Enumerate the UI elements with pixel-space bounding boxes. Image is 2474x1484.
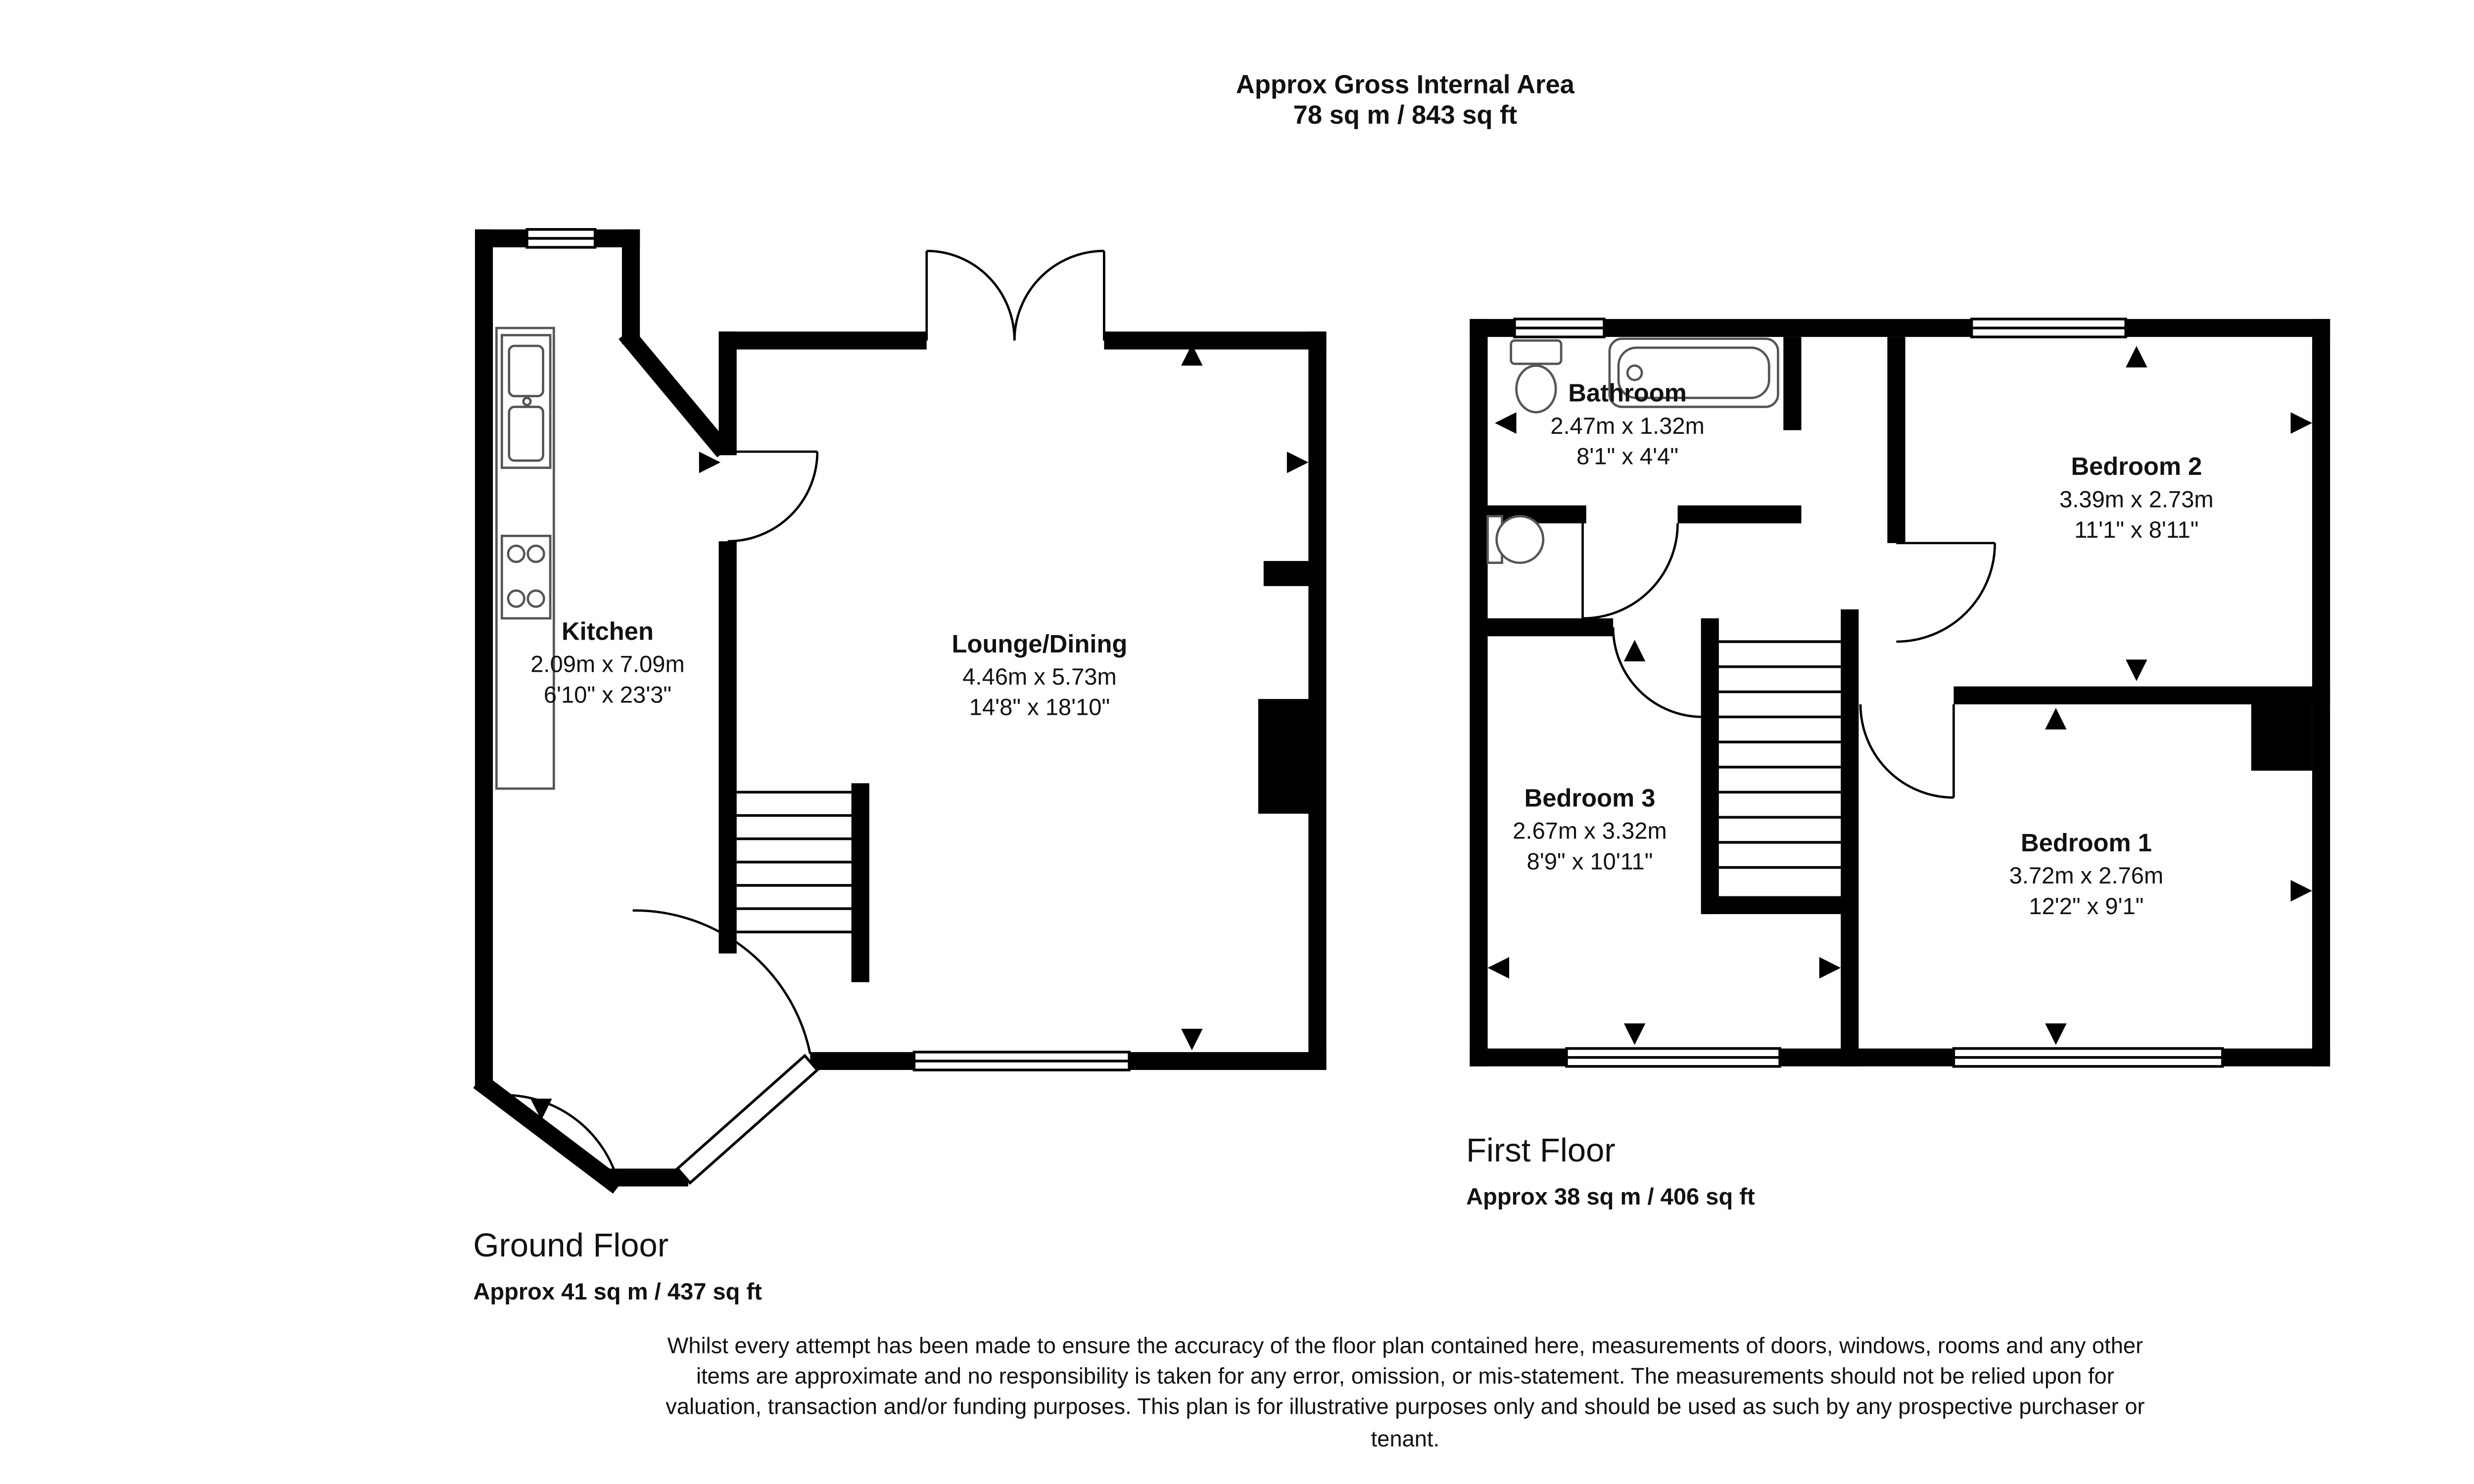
room-dim-metric: 3.39m x 2.73m — [2059, 485, 2214, 512]
room-name: Lounge/Dining — [952, 629, 1128, 658]
chimney-breast — [1258, 699, 1318, 814]
disclaimer-text: Whilst every attempt has been made to en… — [666, 1333, 2145, 1451]
room-label-bathroom: Bathroom 2.47m x 1.32m 8'1" x 4'4" — [1412, 378, 1842, 472]
kitchen-fixtures — [495, 326, 555, 790]
room-label-bedroom-3: Bedroom 3 2.67m x 3.32m 8'9" x 10'11" — [1375, 783, 1805, 877]
room-dim-metric: 2.47m x 1.32m — [1550, 411, 1705, 438]
first-floor-windows — [1513, 318, 2224, 1068]
room-label-kitchen: Kitchen 2.09m x 7.09m 6'10" x 23'3" — [392, 616, 822, 710]
hand-basin — [1486, 515, 1545, 564]
kitchen-hob — [500, 534, 552, 620]
room-dim-metric: 2.67m x 3.32m — [1513, 816, 1667, 843]
porch-window — [675, 1054, 819, 1185]
bathroom-fixtures — [1486, 337, 1779, 564]
room-name: Bedroom 3 — [1524, 783, 1656, 812]
ground-floor-doors — [503, 249, 1105, 1183]
room-dim-metric: 4.46m x 5.73m — [962, 662, 1117, 690]
room-dim-metric: 2.09m x 7.09m — [530, 649, 685, 677]
room-name: Bathroom — [1568, 378, 1687, 407]
first-floor-plan — [1470, 318, 2331, 1068]
ground-floor-area: Approx 41 sq m / 437 sq ft — [473, 1278, 762, 1305]
gross-area-header: Approx Gross Internal Area 78 sq m / 843… — [0, 72, 2474, 133]
chimney-breast — [2251, 692, 2312, 771]
room-name: Kitchen — [561, 616, 654, 646]
room-dim-imperial: 14'8" x 18'10" — [969, 694, 1110, 721]
room-dim-imperial: 6'10" x 23'3" — [543, 681, 672, 708]
room-label-lounge-dining: Lounge/Dining 4.46m x 5.73m 14'8" x 18'1… — [824, 629, 1254, 723]
ground-floor-stairs — [736, 790, 852, 933]
room-dim-metric: 3.72m x 2.76m — [2009, 861, 2164, 888]
toilet — [1510, 339, 1563, 414]
ground-floor-label: Ground Floor — [473, 1226, 669, 1264]
room-dim-imperial: 12'2" x 9'1" — [2029, 892, 2144, 920]
ground-floor-windows — [525, 228, 1131, 1185]
first-floor-walls — [1470, 319, 2331, 1067]
ground-floor-plan — [473, 228, 1327, 1194]
room-label-bedroom-1: Bedroom 1 3.72m x 2.76m 12'2" x 9'1" — [1871, 828, 2301, 922]
room-label-bedroom-2: Bedroom 2 3.39m x 2.73m 11'1" x 8'11" — [1921, 452, 2351, 546]
kitchen-sink — [500, 334, 552, 469]
gross-area-value: 78 sq m / 843 sq ft — [1293, 102, 1518, 131]
wall-pier — [1263, 561, 1318, 586]
first-floor-area: Approx 38 sq m / 406 sq ft — [1466, 1183, 1755, 1210]
first-floor-stairs — [1718, 640, 1841, 869]
room-dim-imperial: 8'1" x 4'4" — [1576, 442, 1679, 470]
room-name: Bedroom 2 — [2071, 452, 2202, 481]
first-floor-label: First Floor — [1466, 1131, 1616, 1169]
first-floor-doors — [1581, 523, 1997, 799]
measurement-arrows-ground — [530, 344, 1309, 1120]
room-name: Bedroom 1 — [2021, 828, 2152, 857]
measurement-arrows-first — [1487, 346, 2312, 1045]
bathtub — [1608, 337, 1779, 408]
room-dim-imperial: 11'1" x 8'11" — [2074, 516, 2199, 543]
gross-area-title: Approx Gross Internal Area — [1236, 71, 1574, 100]
ground-floor-walls — [473, 229, 1327, 1194]
room-dim-imperial: 8'9" x 10'11" — [1526, 847, 1653, 875]
